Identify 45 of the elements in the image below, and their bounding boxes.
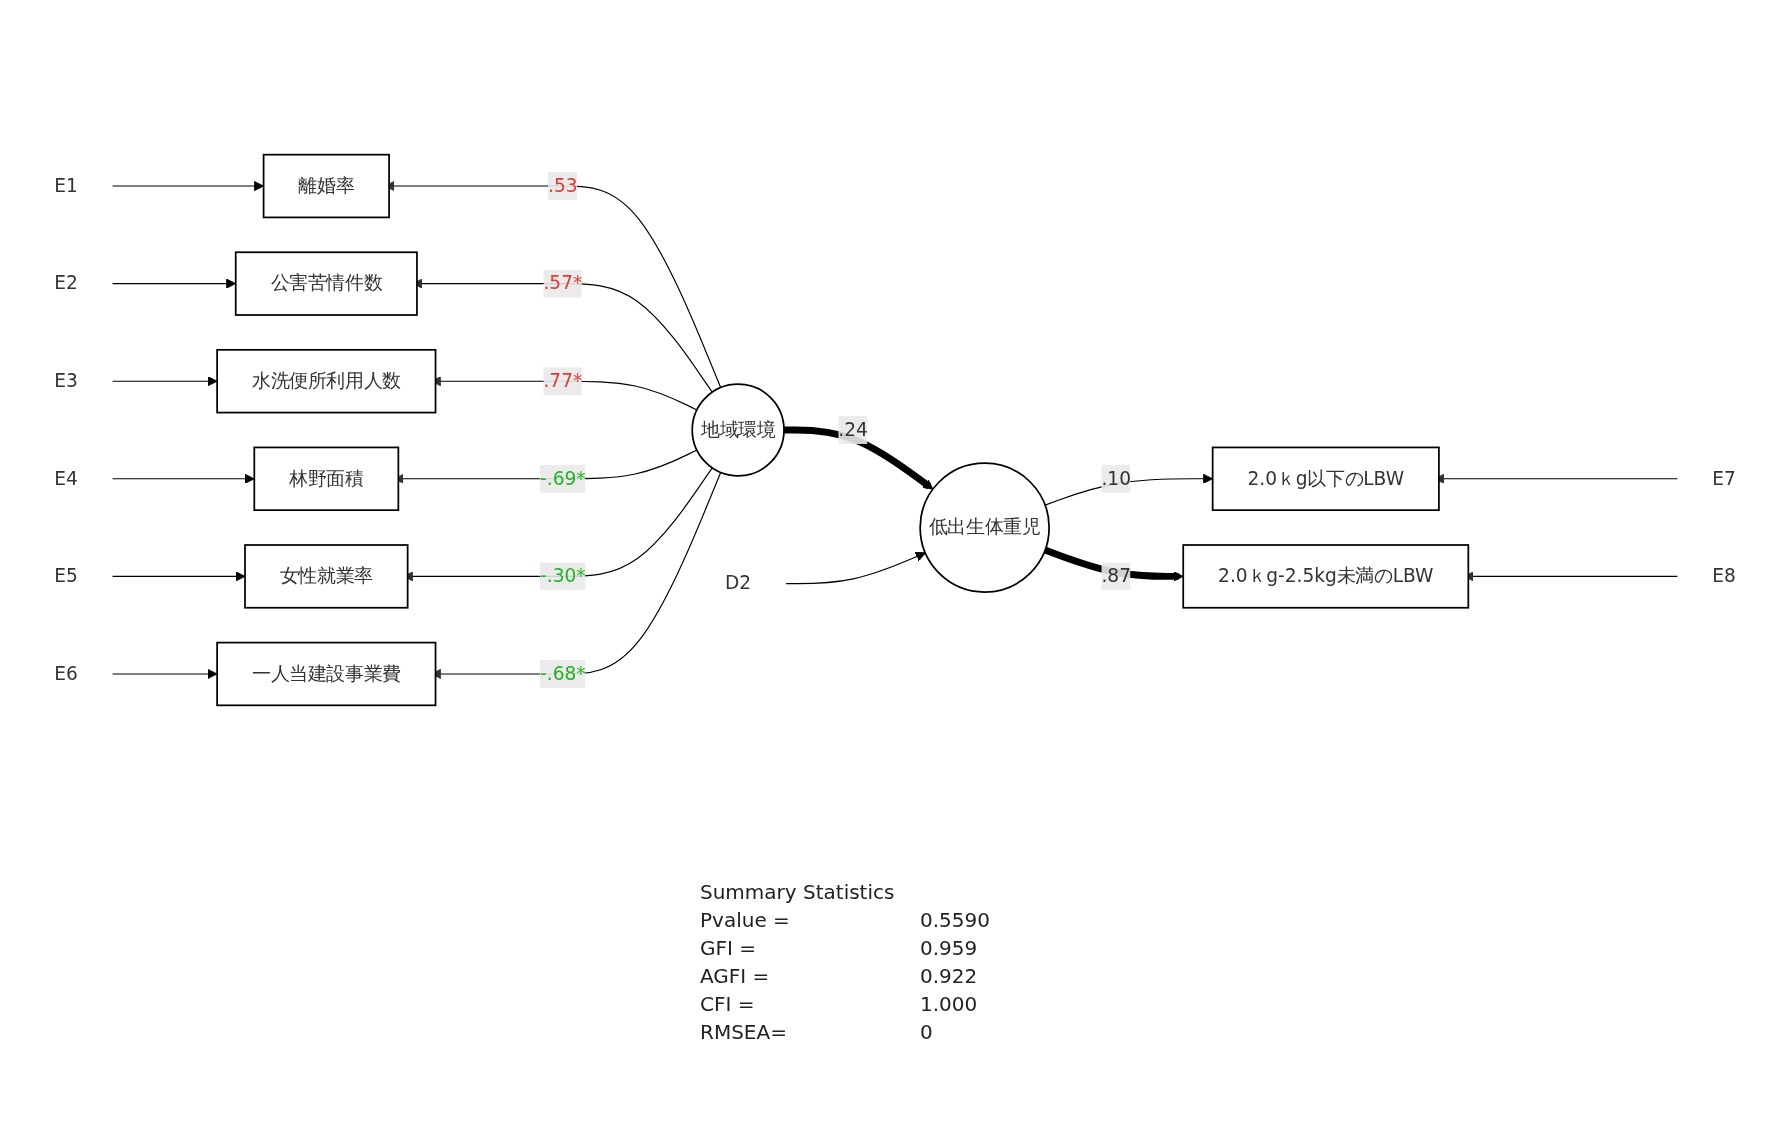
stat-name: Pvalue = <box>700 908 791 932</box>
stat-name: RMSEA= <box>700 1020 788 1044</box>
node-text: E5 <box>54 564 78 587</box>
edge-label: -.68* <box>540 662 586 685</box>
node-circle: 低出生体重児 <box>919 462 1050 593</box>
node-box: 一人当建設事業費 <box>216 641 437 707</box>
stat-value: 1.000 <box>920 992 979 1016</box>
node-text: E3 <box>54 369 78 392</box>
edge-label: .24 <box>838 418 868 441</box>
edge-label: .57* <box>543 272 583 295</box>
arrow <box>785 551 926 585</box>
stat-name: CFI = <box>700 992 756 1016</box>
node-text: E1 <box>54 174 78 197</box>
edge-label: -.30* <box>540 564 586 587</box>
stat-value: 0 <box>920 1020 934 1044</box>
edge-label: .53 <box>548 174 578 197</box>
node-box: 女性就業率 <box>244 544 409 609</box>
stat-value: 0.959 <box>920 936 979 960</box>
node-box: 2.0ｋg以下のLBW <box>1211 446 1440 512</box>
stat-name: GFI = <box>700 936 757 960</box>
arrow <box>784 426 934 490</box>
stat-value: 0.5590 <box>920 908 991 932</box>
node-text: E6 <box>54 662 78 685</box>
node-text: E2 <box>54 272 78 295</box>
stats-heading: Summary Statistics <box>700 880 896 904</box>
arrow <box>112 668 218 680</box>
edge-label: -.69* <box>540 467 586 490</box>
node-circle: 地域環境 <box>691 383 785 477</box>
edge-label: .77* <box>543 369 583 392</box>
node-text: D2 <box>725 572 752 595</box>
node-box: 水洗便所利用人数 <box>216 348 437 414</box>
node-box: 公害苦情件数 <box>234 251 418 316</box>
node-text: E4 <box>54 467 78 490</box>
arrow <box>112 571 246 582</box>
edge-label: .87 <box>1101 564 1131 587</box>
arrow <box>112 473 255 484</box>
stat-value: 0.922 <box>920 964 979 988</box>
edge-label: .10 <box>1101 467 1131 490</box>
node-box: 林野面積 <box>253 446 400 512</box>
arrow <box>112 376 218 387</box>
node-text: E7 <box>1712 467 1736 490</box>
stat-name: AGFI = <box>700 964 771 988</box>
node-text: E8 <box>1712 564 1736 587</box>
node-box: 離婚率 <box>262 153 390 219</box>
node-box: 2.0ｋg-2.5kg未満のLBW <box>1182 544 1470 609</box>
